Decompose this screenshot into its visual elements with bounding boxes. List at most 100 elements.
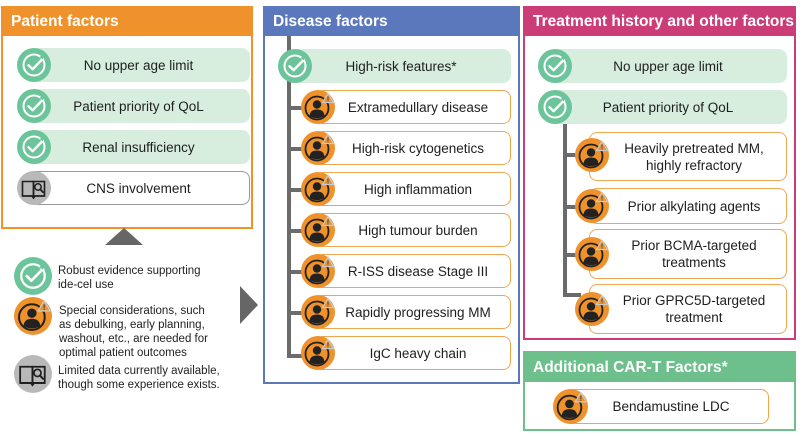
disease-factor-item: High tumour burden [315,213,511,247]
legend-special-text: Special considerations, such as debulkin… [59,304,208,360]
treatment-sub-label: Heavily pretreated MM, highly refractory [612,140,764,174]
legend-line: Special considerations, such [59,305,205,317]
treatment-top-label: Patient priority of QoL [602,99,734,115]
label-line: Prior BCMA-targeted [631,238,757,253]
legend-line: ide-cel use [58,279,114,291]
legend-line: optimal patient outcomes [59,347,187,359]
book-search-icon [17,171,51,205]
tree-connector [287,36,291,358]
tree-branch [563,153,581,157]
person-warning-icon [575,292,609,326]
check-icon [17,48,51,82]
tree-branch [287,106,307,110]
additional-factors-panel: Additional CAR-T Factors* Bendamustine L… [523,351,796,431]
treatment-sub-item: Prior alkylating agents [589,188,787,224]
label-line: treatment [665,310,723,325]
patient-factor-item: No upper age limit [27,48,250,82]
person-warning-icon [301,336,335,370]
check-icon [538,90,572,124]
tree-branch [563,293,581,297]
treatment-sub-item: Heavily pretreated MM, highly refractory [589,132,787,181]
disease-factor-label: R-ISS disease Stage III [347,263,489,279]
person-warning-icon [575,237,609,271]
tree-branch [287,188,307,192]
disease-factor-item: Extramedullary disease [315,90,511,124]
label-line: highly refractory [645,157,743,173]
treatment-sub-label: Prior alkylating agents [616,198,761,215]
person-warning-icon [301,131,335,165]
patient-factor-label: No upper age limit [83,57,194,73]
person-warning-icon [301,295,335,329]
person-warning-icon [553,389,588,424]
label-line: Prior alkylating agents [627,198,761,214]
tree-branch [287,229,307,233]
check-icon [17,130,51,164]
legend-line: washout, etc., are needed for [59,333,208,345]
additional-factors-title: Additional CAR-T Factors* [525,353,794,382]
label-line: treatments [662,255,726,270]
treatment-sub-label: Prior GPRC5D-targeted treatment [611,292,766,326]
tree-branch [287,354,307,358]
tree-branch [287,147,307,151]
treatment-sub-item: Prior GPRC5D-targeted treatment [589,284,787,334]
person-warning-icon [301,254,335,288]
patient-factor-label: CNS involvement [86,180,191,196]
book-search-icon [14,355,52,393]
disease-factors-title: Disease factors [265,8,518,36]
treatment-sub-item: Prior BCMA-targeted treatments [589,229,787,279]
disease-factor-label: Extramedullary disease [347,99,489,115]
patient-factors-panel: Patient factors No upper age limit Patie… [1,6,253,229]
tree-branch [563,205,581,209]
right-arrow-icon [240,286,258,324]
disease-parent-item: High-risk features* [291,49,511,83]
check-icon [14,257,52,295]
treatment-factors-title: Treatment history and other factors [525,8,794,36]
disease-factors-panel: Disease factors High-risk features* Extr… [263,6,520,384]
disease-factor-item: R-ISS disease Stage III [315,254,511,288]
treatment-top-item: No upper age limit [549,49,787,83]
disease-factor-item: Rapidly progressing MM [315,295,511,329]
person-warning-icon [14,297,52,335]
up-arrow-icon [105,228,143,245]
check-icon [278,49,312,83]
disease-factor-label: IgC heavy chain [369,345,467,361]
patient-factor-item: CNS involvement [27,171,250,205]
check-icon [538,49,572,83]
person-warning-icon [301,213,335,247]
patient-factors-title: Patient factors [3,8,251,36]
additional-factor-item: Bendamustine LDC [565,389,769,424]
treatment-factors-panel: Treatment history and other factors No u… [523,6,796,340]
person-warning-icon [575,138,609,172]
disease-factor-item: IgC heavy chain [315,336,511,370]
legend-line: as debulking, early planning, [59,319,205,331]
tree-branch [287,311,307,315]
disease-parent-label: High-risk features* [345,58,457,74]
legend-line: Limited data currently available, [58,365,220,377]
legend-line: though some experience exists. [58,379,220,391]
person-warning-icon [301,172,335,206]
person-warning-icon [575,189,609,223]
treatment-top-label: No upper age limit [613,58,723,74]
label-line: Heavily pretreated MM, [624,140,764,156]
check-icon [17,89,51,123]
legend-robust-text: Robust evidence supporting ide-cel use [58,264,201,292]
legend-line: Robust evidence supporting [58,265,201,277]
disease-factor-label: Rapidly progressing MM [345,304,491,320]
disease-factor-label: High-risk cytogenetics [351,140,485,156]
patient-factor-label: Patient priority of QoL [73,98,204,114]
disease-factor-item: High-risk cytogenetics [315,131,511,165]
tree-connector [563,124,567,296]
disease-factor-label: High tumour burden [358,222,478,238]
patient-factor-item: Renal insufficiency [27,130,250,164]
treatment-top-item: Patient priority of QoL [549,90,787,124]
patient-factor-label: Renal insufficiency [82,139,195,155]
additional-factor-label: Bendamustine LDC [612,399,730,414]
person-warning-icon [301,90,335,124]
tree-branch [287,270,307,274]
treatment-sub-label: Prior BCMA-targeted treatments [619,237,756,271]
patient-factor-item: Patient priority of QoL [27,89,250,123]
disease-factor-label: High inflammation [363,181,473,197]
legend-limited-text: Limited data currently available, though… [58,364,220,392]
tree-branch [563,253,581,257]
label-line: Prior GPRC5D-targeted [622,293,766,308]
